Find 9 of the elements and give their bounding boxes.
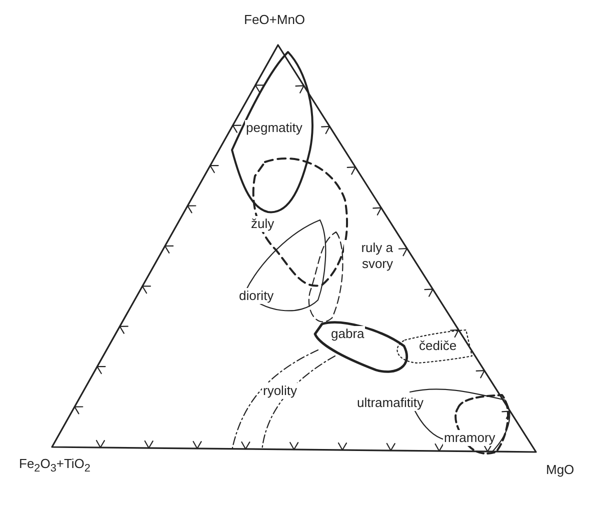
field-label: ryolity: [262, 383, 298, 399]
field-label: diority: [238, 288, 275, 304]
field-label: gabra: [330, 326, 366, 342]
field-label: mramory: [443, 430, 496, 446]
vertex-label: MgO: [545, 462, 576, 478]
field-label: žuly: [250, 216, 276, 232]
field-label: ultramafitity: [356, 395, 424, 411]
field-label: pegmatity: [245, 120, 304, 136]
field-label: ruly a svory: [344, 240, 394, 272]
